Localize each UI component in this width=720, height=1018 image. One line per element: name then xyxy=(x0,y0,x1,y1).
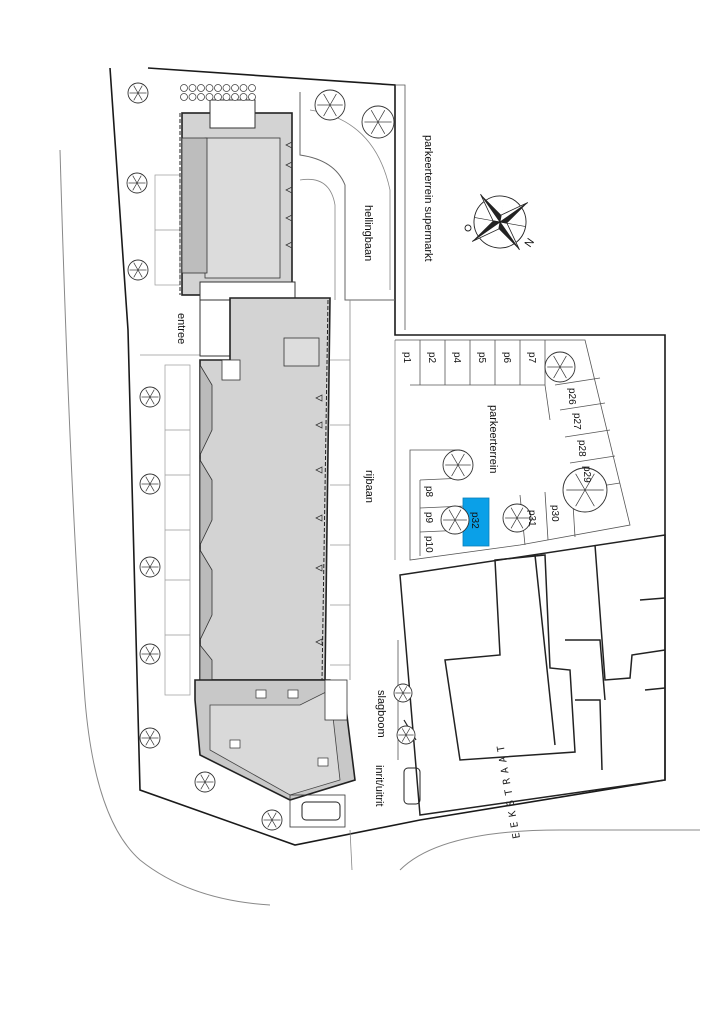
tree-icon xyxy=(194,771,216,793)
label-street: EEKSTRAAT xyxy=(495,740,523,840)
building-north-court xyxy=(204,137,281,279)
spot-p32[interactable]: p32 xyxy=(469,512,480,529)
balconies xyxy=(199,363,213,681)
hedge-icon xyxy=(205,93,214,101)
drive-lane-edge xyxy=(349,829,353,871)
dashed-outline xyxy=(321,299,329,681)
spot-p5: p5 xyxy=(476,352,487,364)
hedge-icon xyxy=(197,84,205,92)
supermarket-lot-edge xyxy=(395,84,406,330)
compass-dot xyxy=(464,224,472,232)
tree-icon xyxy=(361,105,395,139)
ramp xyxy=(299,92,395,301)
triangle-markers xyxy=(285,141,323,646)
label-barrier: slagboom xyxy=(375,690,387,738)
hedge-icon xyxy=(214,93,222,101)
tree-icon xyxy=(127,259,149,281)
hedge-icon xyxy=(197,93,205,101)
tree-icon xyxy=(139,643,161,665)
spot-p28: p28 xyxy=(576,440,587,457)
hedge-icon xyxy=(188,84,197,92)
ramp xyxy=(299,178,336,300)
hedge-icon xyxy=(239,93,248,101)
tree-icon xyxy=(396,725,416,745)
window xyxy=(287,689,299,699)
car xyxy=(403,767,421,805)
label-parking-lot: parkeerterrein xyxy=(487,405,499,473)
window xyxy=(255,689,267,699)
tree-icon xyxy=(502,503,532,533)
spot-p4: p4 xyxy=(451,352,462,364)
spot-p9: p9 xyxy=(423,512,434,524)
car xyxy=(301,801,341,821)
tree-icon xyxy=(139,386,161,408)
tree-icon xyxy=(261,809,283,831)
spot-p26: p26 xyxy=(566,388,577,405)
hedge-icon xyxy=(231,93,239,101)
tree-icon xyxy=(393,683,413,703)
tree-icon xyxy=(440,505,470,535)
hedge-icon xyxy=(239,84,248,92)
building-north-annex xyxy=(209,99,256,129)
hedge-icon xyxy=(188,93,197,101)
garden-plots xyxy=(140,174,200,696)
south-porch xyxy=(324,679,348,721)
building-north-wing xyxy=(181,137,208,274)
core xyxy=(283,337,320,367)
hedge-icon xyxy=(205,84,214,92)
hedge-icon xyxy=(248,84,256,92)
stall-lines xyxy=(330,359,350,666)
spot-p2: p2 xyxy=(426,352,437,364)
tree-icon xyxy=(127,82,149,104)
tree-icon xyxy=(544,351,576,383)
hedge-icon xyxy=(180,84,188,92)
entrance-area xyxy=(199,297,231,357)
tree-icon xyxy=(126,172,148,194)
trees xyxy=(126,82,608,831)
spot-p1: p1 xyxy=(401,352,412,364)
label-drive: rijbaan xyxy=(363,470,375,503)
tree-icon xyxy=(139,556,161,578)
hedge-icon xyxy=(222,93,231,101)
hedge-icon xyxy=(222,84,231,92)
spot-p10: p10 xyxy=(423,536,434,553)
spot-p31: p31 xyxy=(526,510,537,527)
hedge-icon xyxy=(231,84,239,92)
label-ramp: hellingbaan xyxy=(362,205,374,261)
window xyxy=(317,757,329,767)
tree-icon xyxy=(562,467,608,513)
label-inout: inrit/uitrit xyxy=(373,765,385,807)
tree-icon xyxy=(139,727,161,749)
hedge-icon xyxy=(180,93,188,101)
spot-p27: p27 xyxy=(571,413,582,430)
window xyxy=(229,739,241,749)
label-supermarket-lot: parkeerterrein supermarkt xyxy=(422,135,434,262)
hedge-icon xyxy=(248,93,256,101)
road-edge xyxy=(59,149,271,906)
inner-block xyxy=(221,359,241,381)
tree-icon xyxy=(442,449,474,481)
tree-icon xyxy=(139,473,161,495)
neighbour-buildings xyxy=(399,534,666,816)
road-edge xyxy=(399,829,700,871)
spot-p7: p7 xyxy=(526,352,537,364)
building-south-roof xyxy=(209,689,341,796)
spot-p30: p30 xyxy=(549,505,560,522)
spot-p29: p29 xyxy=(581,466,592,483)
parking-bay-south xyxy=(289,794,346,828)
hedge-icon xyxy=(214,84,222,92)
label-entrance: entree xyxy=(175,313,187,344)
spot-p6: p6 xyxy=(501,352,512,364)
compass-rose xyxy=(471,193,529,251)
site-boundary xyxy=(109,67,666,846)
tree-icon xyxy=(314,89,346,121)
compass-north-label: N xyxy=(523,236,537,249)
spot-p8: p8 xyxy=(423,486,434,498)
